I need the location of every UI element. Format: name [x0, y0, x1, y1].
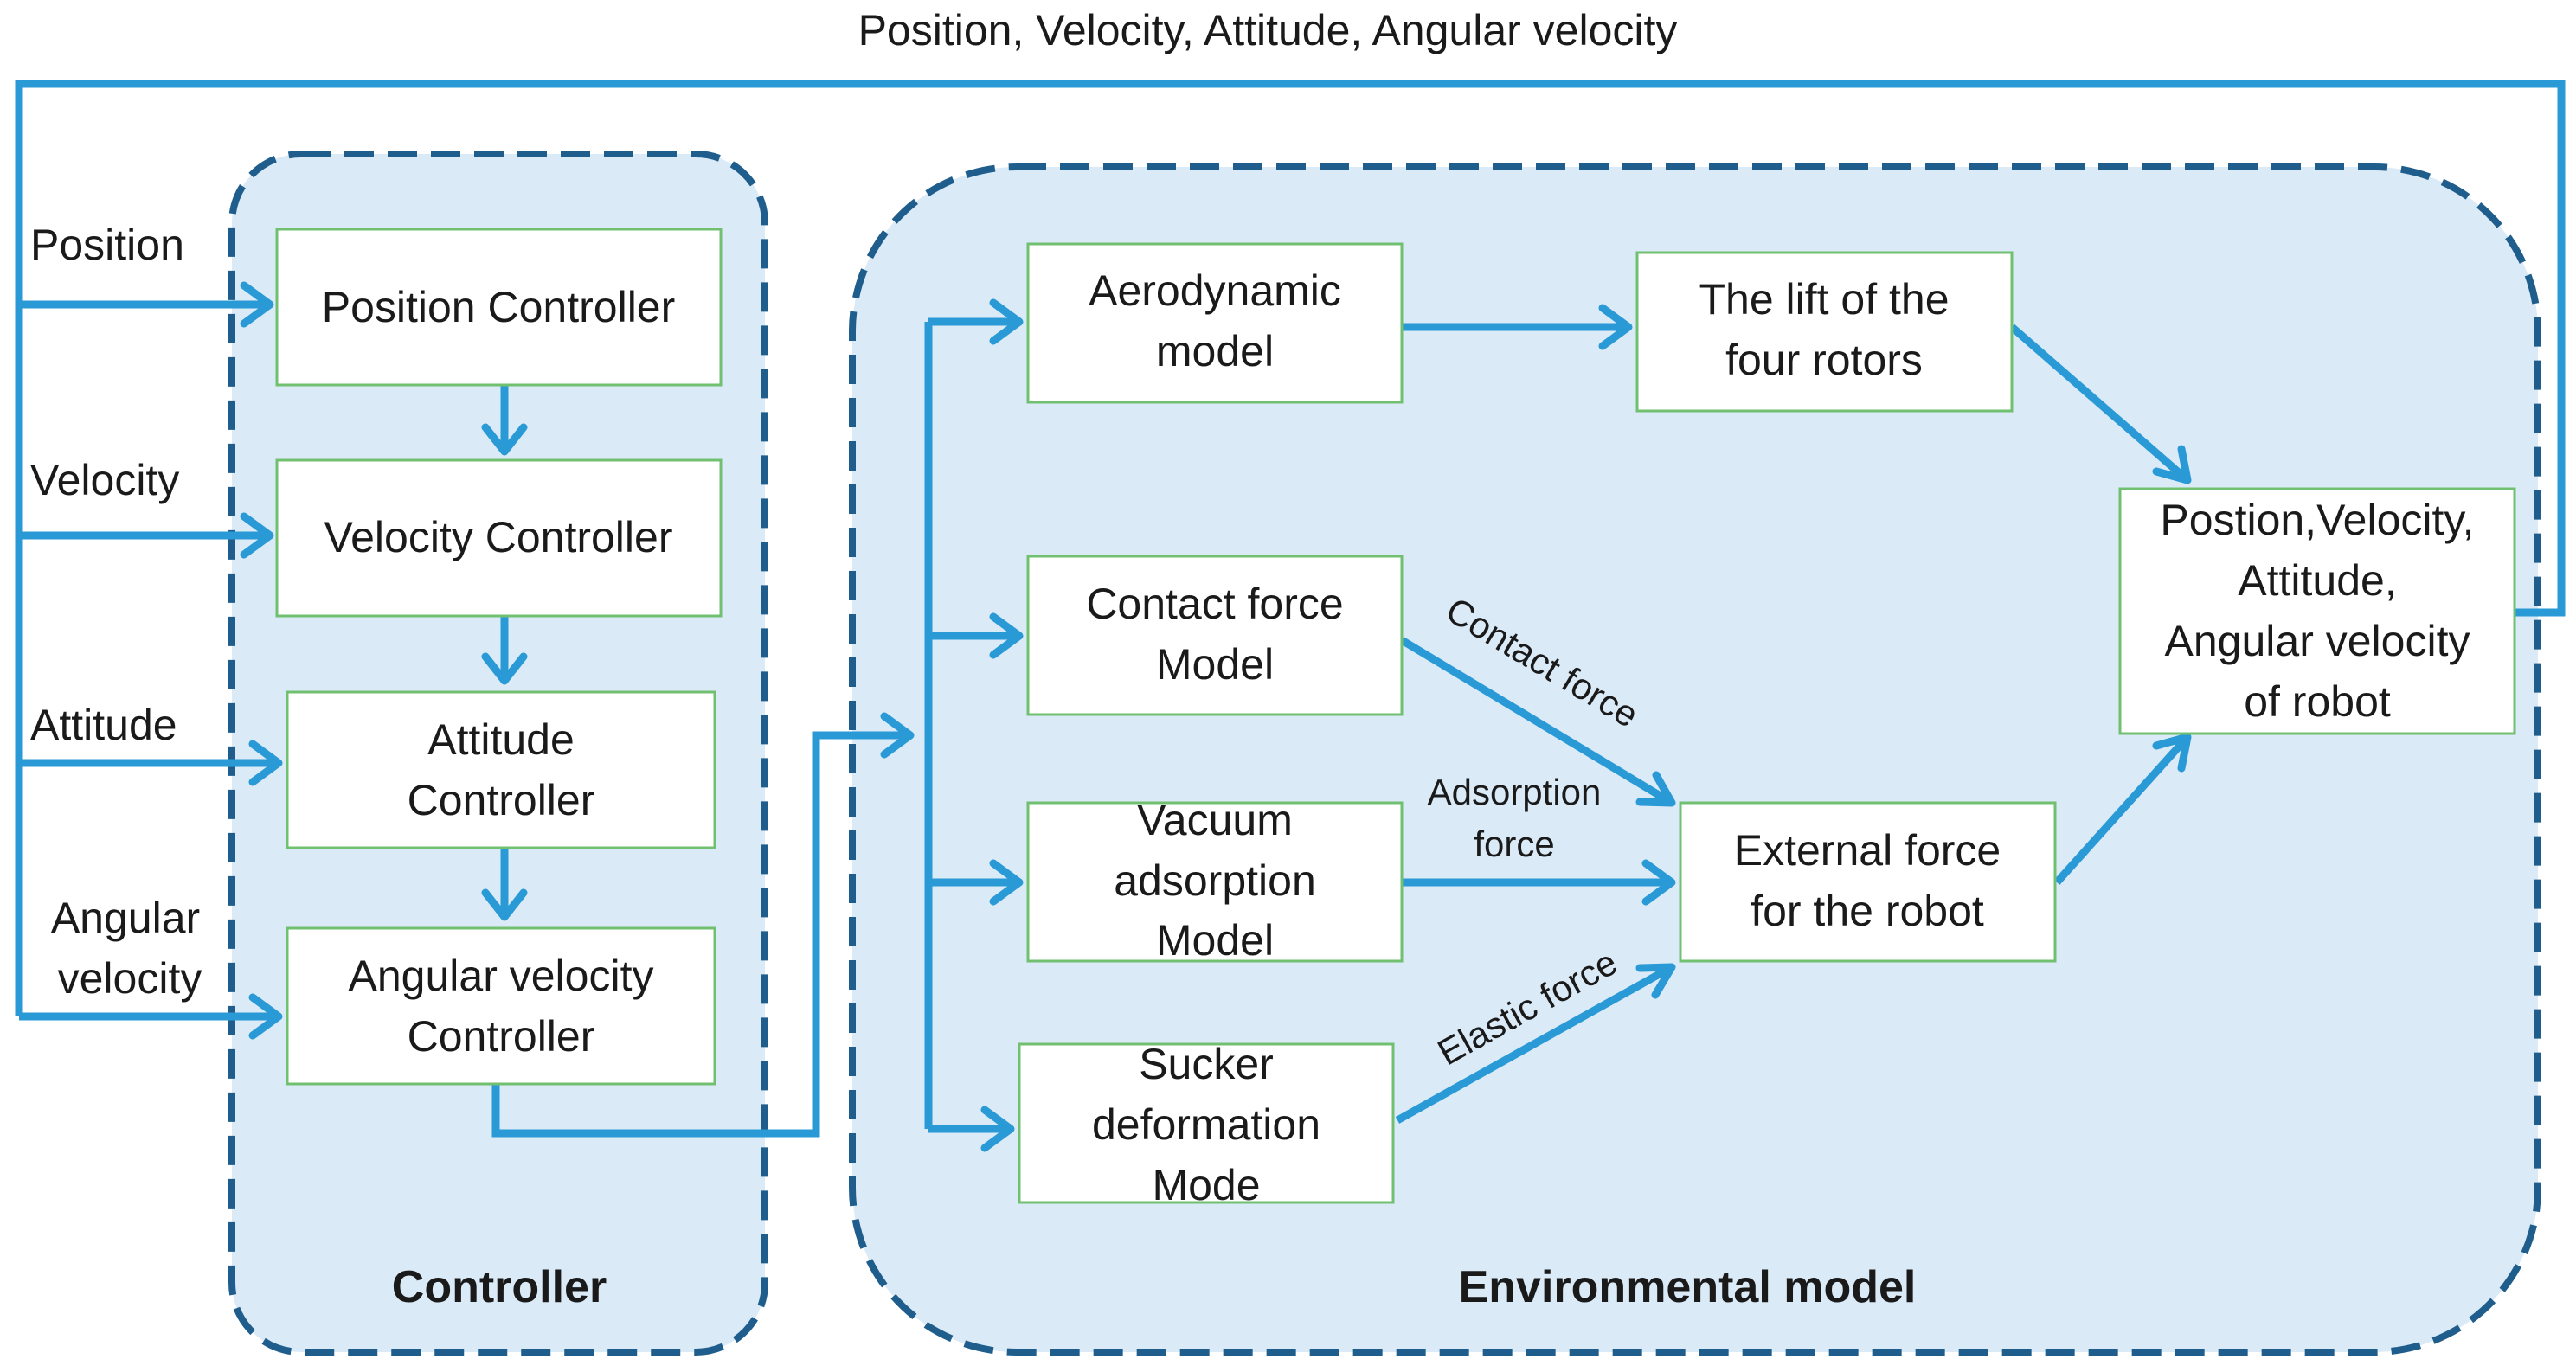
- rotor-lift-label-line2: four rotors: [1725, 336, 1923, 384]
- vacuum-to-external-arrowhead: [1641, 859, 1676, 906]
- angular-velocity-input-label-line1: Angular: [51, 894, 200, 942]
- contact-force-model-label-line2: Model: [1156, 640, 1274, 689]
- feedback-label: Position, Velocity, Attitude, Angular ve…: [858, 6, 1678, 54]
- rotor-lift-box: [1635, 251, 2014, 413]
- external-force-box: [1679, 801, 2057, 963]
- sucker-deformation-model-label-line2: deformation: [1092, 1100, 1320, 1149]
- position-controller-box: [275, 228, 723, 387]
- robot-state-label-line1: Postion,Velocity,: [2160, 496, 2474, 544]
- bus-to-sucker-arrowhead: [980, 1106, 1015, 1152]
- contact-to-external-arrowhead: [1635, 771, 1676, 807]
- sucker-to-external-arrow: [1395, 964, 1674, 1124]
- external-to-state-arrowhead: [2152, 733, 2192, 773]
- sucker-deformation-model-label-line1: Sucker: [1139, 1040, 1274, 1088]
- angular-velocity-controller-box: [286, 926, 716, 1086]
- attitude-input-arrowhead: [248, 740, 283, 786]
- contact-force-model-box: [1026, 555, 1404, 716]
- aerodynamic-model-box: [1026, 242, 1404, 404]
- sucker-to-external-arrowhead: [1635, 963, 1676, 999]
- aerodynamic-model-label-line2: model: [1156, 327, 1274, 375]
- adsorption-force-edge-label-line1: Adsorption: [1428, 772, 1602, 812]
- contact-force-model-label-line1: Contact force: [1086, 580, 1343, 628]
- velocity-controller-box: [275, 458, 723, 618]
- attitude-controller-label-line1: Attitude: [427, 715, 575, 764]
- sucker-deformation-model-box: [1018, 1042, 1395, 1204]
- position-input-label: Position: [30, 221, 184, 269]
- robot-state-label-line2: Attitude,: [2238, 556, 2396, 605]
- position-input-arrowhead: [240, 281, 274, 328]
- bus-to-vacuum-arrowhead: [989, 859, 1024, 906]
- cascade-arrowhead-2: [481, 652, 528, 685]
- angular-velocity-controller-label-line1: Angular velocity: [349, 952, 654, 1000]
- robot-state-box: [2118, 487, 2516, 735]
- aerodynamic-model-label-line1: Aerodynamic: [1089, 266, 1341, 315]
- cascade-arrowhead-1: [481, 423, 528, 456]
- angular-velocity-input-label-line2: velocity: [58, 954, 202, 1003]
- lift-to-state-arrow: [2009, 324, 2190, 484]
- feedback-loop-line: [15, 80, 2566, 1016]
- external-force-label-line2: for the robot: [1751, 887, 1984, 935]
- velocity-input-label: Velocity: [30, 456, 179, 504]
- adsorption-force-edge-label-line2: force: [1474, 824, 1554, 864]
- vacuum-adsorption-model-label-line1: Vacuum: [1137, 796, 1293, 844]
- bus-to-contact-arrowhead: [989, 612, 1024, 659]
- attitude-controller-box: [286, 690, 716, 849]
- sucker-deformation-model-label-line3: Mode: [1152, 1161, 1260, 1209]
- cascade-arrowhead-3: [481, 888, 528, 921]
- aerodynamic-to-lift-arrowhead: [1598, 304, 1633, 350]
- controller-output-line: [491, 731, 910, 1138]
- attitude-controller-label-line2: Controller: [408, 776, 595, 824]
- controller-output-arrowhead: [880, 712, 915, 759]
- external-force-label-line1: External force: [1734, 826, 2001, 875]
- robot-state-label-line3: Angular velocity: [2165, 617, 2470, 665]
- velocity-controller-label: Velocity Controller: [324, 513, 673, 561]
- robot-state-label-line4: of robot: [2244, 677, 2391, 726]
- bus-to-aerodynamic-arrowhead: [989, 298, 1024, 345]
- position-controller-label: Position Controller: [322, 283, 676, 331]
- vacuum-adsorption-model-label-line2: adsorption: [1114, 856, 1316, 905]
- environmental-model-group-title: Environmental model: [1459, 1262, 1917, 1312]
- velocity-input-arrowhead: [240, 512, 274, 559]
- contact-to-external-arrow: [1399, 637, 1674, 806]
- rotor-lift-label-line1: The lift of the: [1699, 275, 1949, 324]
- angular-velocity-controller-label-line2: Controller: [408, 1012, 595, 1061]
- attitude-input-label: Attitude: [30, 701, 177, 749]
- angular-velocity-input-arrowhead: [248, 993, 283, 1040]
- controller-group-title: Controller: [392, 1262, 607, 1312]
- lift-to-state-arrowhead: [2152, 445, 2192, 484]
- vacuum-adsorption-model-label-line3: Model: [1156, 916, 1274, 965]
- vacuum-adsorption-model-box: [1026, 801, 1404, 963]
- external-to-state-arrow: [2053, 734, 2191, 886]
